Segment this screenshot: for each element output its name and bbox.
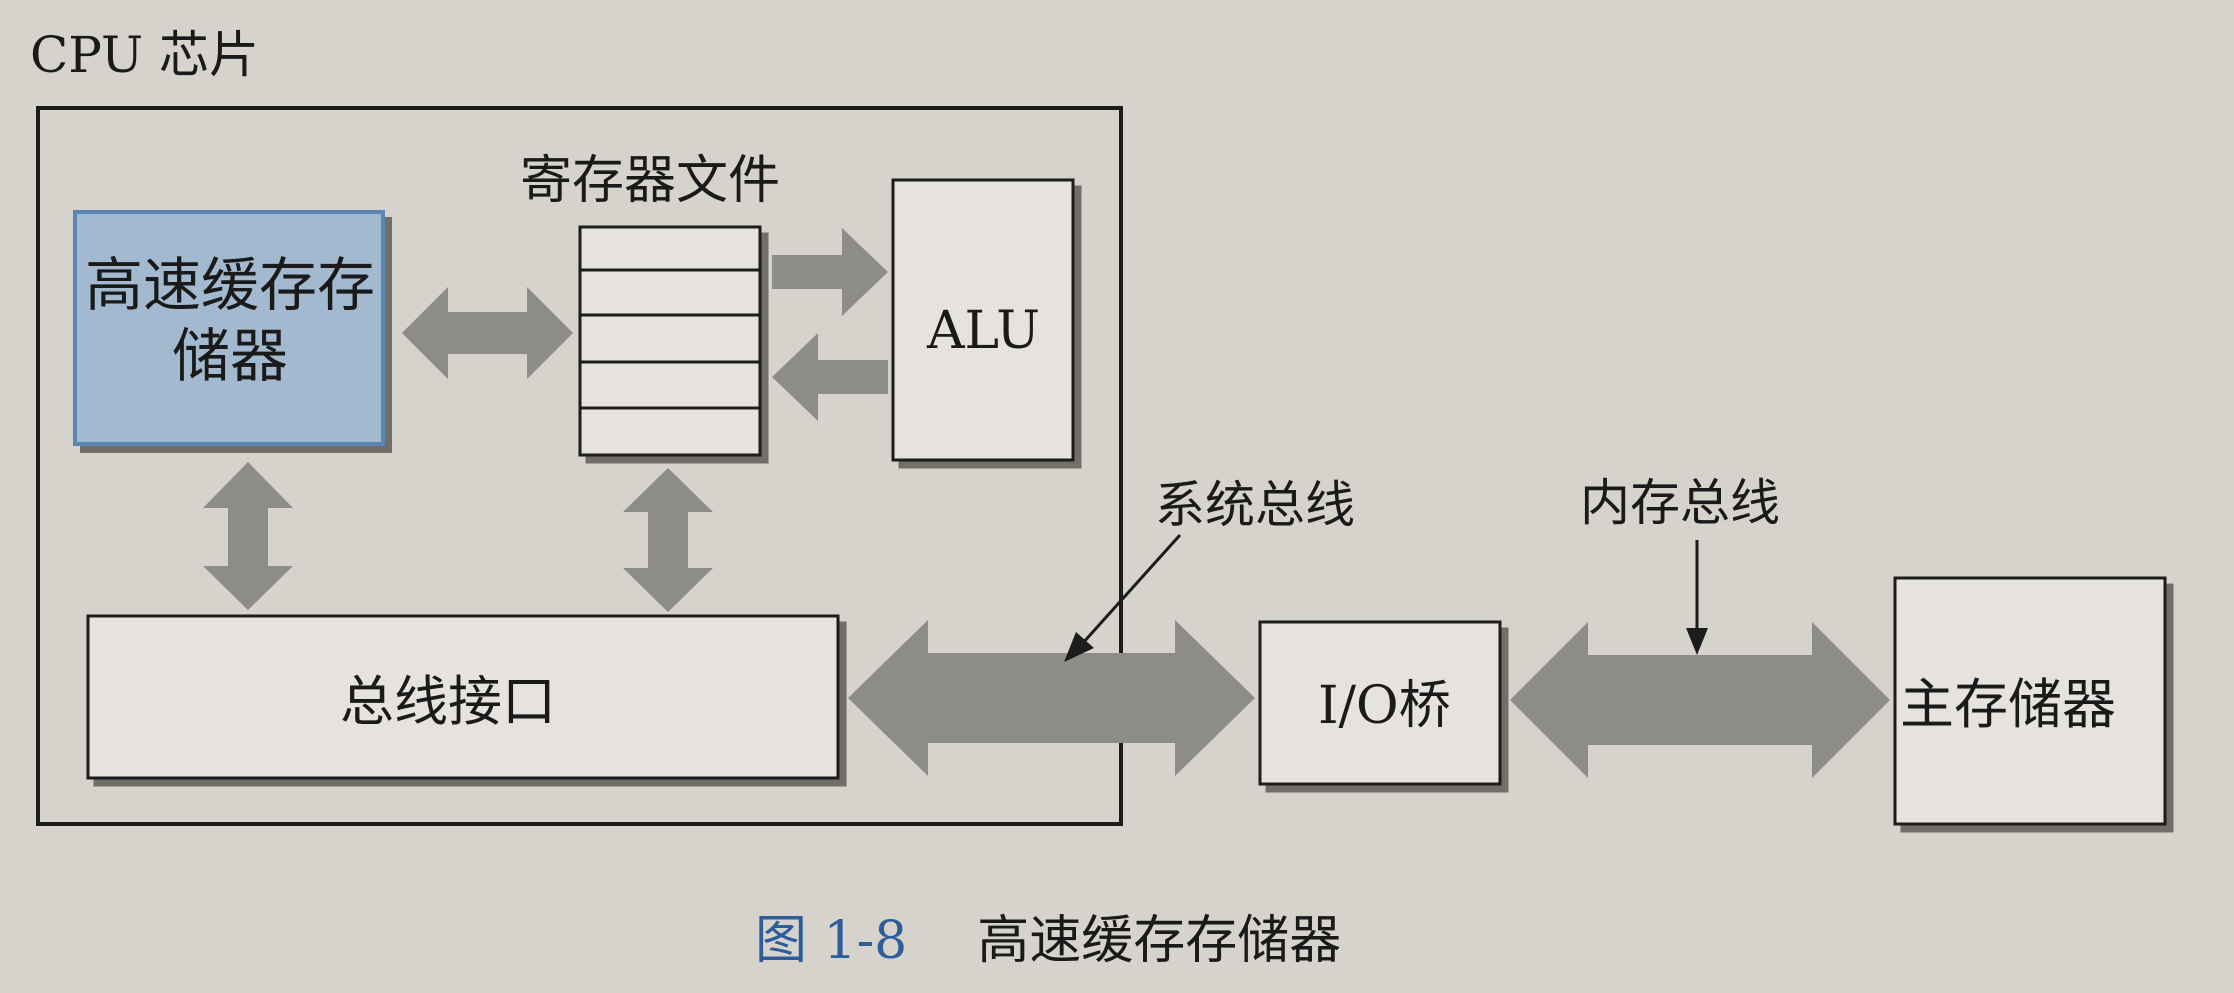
register-file — [578, 225, 762, 457]
cpu-chip-box — [36, 106, 1123, 826]
register-file-label: 寄存器文件 — [520, 151, 781, 211]
memory-bus-pointer — [1686, 540, 1708, 655]
cache-bus-arrow — [203, 462, 293, 610]
register-file-box — [578, 225, 762, 457]
figure-title: 高速缓存存储器 — [977, 911, 1342, 971]
register-to-alu-arrow — [772, 228, 888, 316]
system-bus-label: 系统总线 — [1155, 476, 1355, 534]
alu-label: ALU — [927, 301, 1041, 361]
cache-memory-box — [73, 210, 385, 446]
memory-bus-label: 内存总线 — [1580, 474, 1780, 532]
cache-register-arrow — [402, 287, 573, 379]
cache-memory-label: 高速缓存存储器 — [84, 251, 375, 390]
alu-box — [891, 178, 1075, 462]
io-bridge-label: I/O桥 — [1318, 676, 1451, 736]
system-bus-arrow — [848, 620, 1255, 776]
cpu-chip-label: CPU 芯片 — [30, 26, 260, 84]
bus-interface-label: 总线接口 — [340, 670, 556, 733]
bus-interface-box — [86, 614, 840, 780]
figure-number: 图 1-8 — [755, 911, 908, 971]
main-memory-label: 主存储器 — [1900, 673, 2116, 736]
memory-bus-arrow — [1510, 622, 1890, 778]
register-bus-arrow — [623, 468, 713, 612]
io-bridge-box — [1258, 620, 1502, 786]
alu-to-register-arrow — [772, 333, 888, 421]
system-bus-pointer — [1064, 533, 1182, 662]
main-memory-box — [1893, 576, 2167, 826]
